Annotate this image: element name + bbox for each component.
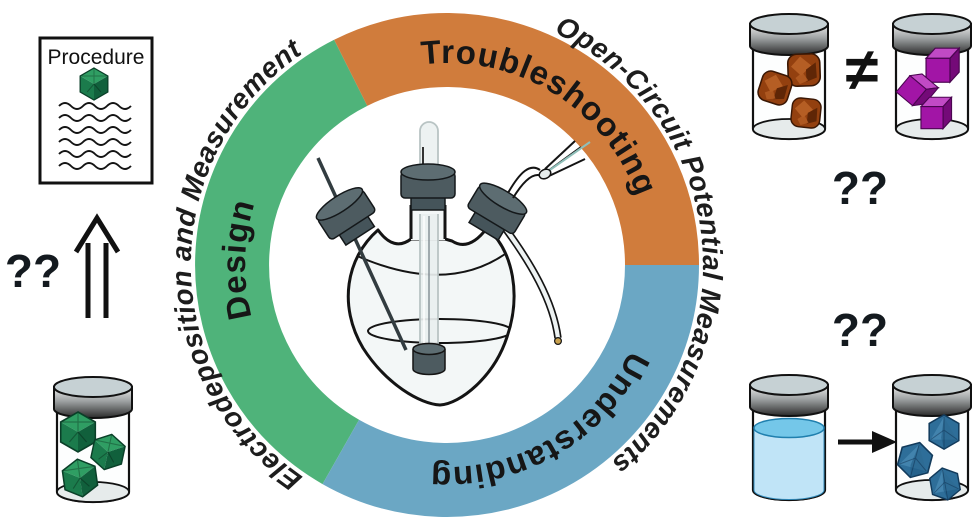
inner-glass-tube: [419, 214, 439, 352]
three-neck-flask: [311, 121, 591, 407]
brown-crystal-3: [787, 94, 825, 132]
jar-blue-solution: [748, 373, 830, 502]
document-border: [38, 36, 154, 185]
right-arrow: [838, 431, 897, 453]
document-title: Procedure: [48, 46, 145, 69]
clip-ring: [538, 168, 552, 180]
liquid-body: [753, 427, 825, 500]
wire-and-fork-clip: [507, 140, 591, 199]
working-electrode-rod: [316, 157, 408, 351]
right-arrow-head: [872, 431, 897, 453]
liquid-surface: [753, 417, 825, 439]
question-marks-right-top: ??: [832, 162, 888, 214]
jar-blue-crystals: [891, 373, 973, 504]
flask-shoulder-line: [354, 251, 509, 276]
jar-green-crystals: [52, 375, 134, 504]
center-cap: [400, 163, 456, 211]
procedure-document: Procedure: [38, 36, 154, 185]
purple-crystal-1: [925, 47, 960, 83]
jar-purple-crystals: [891, 12, 973, 141]
not-equal-sign: ≠: [846, 36, 879, 103]
jar-brown-crystals: [748, 12, 830, 141]
stir-bar-cylinder: [412, 342, 446, 376]
question-marks-left: ??: [5, 245, 61, 297]
capillary-tip: [553, 337, 562, 346]
question-marks-right-bottom: ??: [832, 304, 888, 356]
up-arrow: [73, 213, 121, 318]
purple-crystal-3: [920, 96, 953, 130]
blue-crystal-1: [928, 414, 960, 450]
reference-capillary-inner: [503, 226, 561, 339]
